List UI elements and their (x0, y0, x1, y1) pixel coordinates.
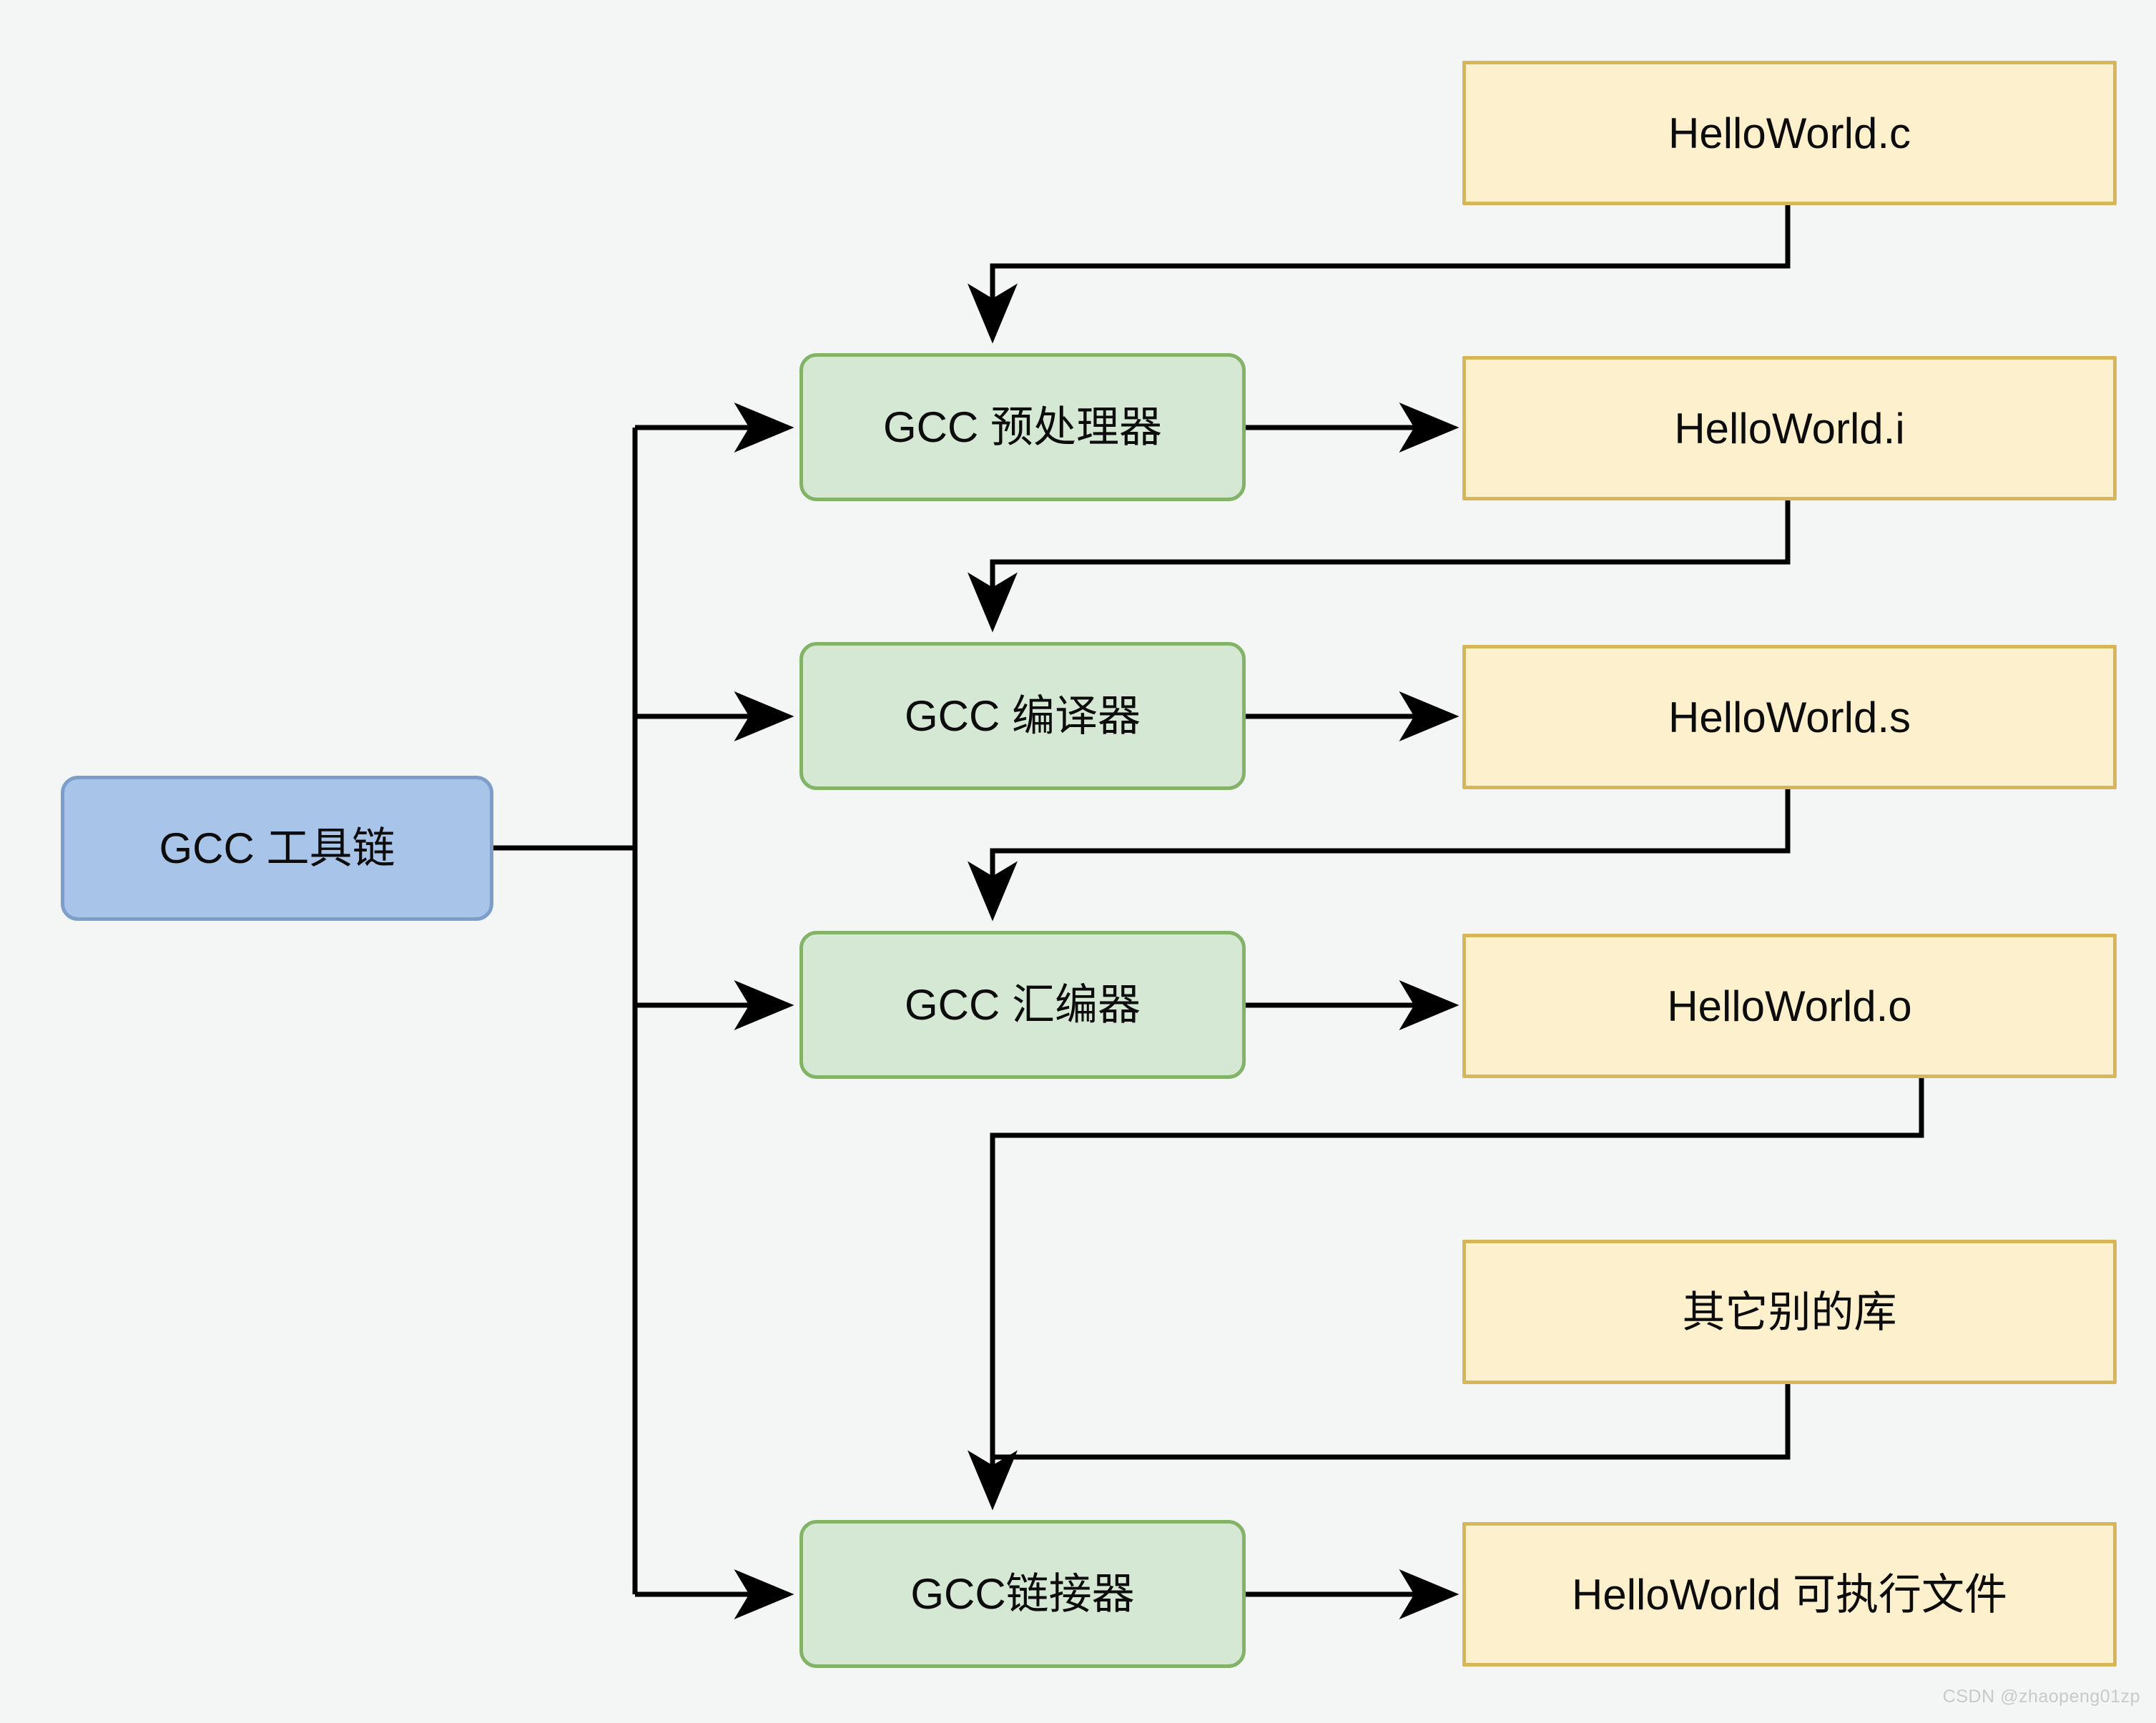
node-file-helloworld-o[interactable]: HelloWorld.o (1462, 934, 2117, 1078)
node-file-other-libraries[interactable]: 其它别的库 (1462, 1240, 2117, 1384)
node-gcc-toolchain[interactable]: GCC 工具链 (61, 776, 493, 921)
node-label: 其它别的库 (1682, 1288, 1897, 1336)
edge-o-to-linker (968, 1078, 1924, 1511)
node-gcc-assembler[interactable]: GCC 汇编器 (799, 931, 1246, 1079)
node-label: GCC 预处理器 (883, 403, 1162, 451)
node-label: HelloWorld.c (1668, 109, 1911, 157)
node-file-helloworld-c[interactable]: HelloWorld.c (1462, 61, 2117, 205)
node-gcc-compiler[interactable]: GCC 编译器 (799, 642, 1246, 790)
node-gcc-preprocessor[interactable]: GCC 预处理器 (799, 353, 1246, 501)
node-file-helloworld-s[interactable]: HelloWorld.s (1462, 645, 2117, 789)
node-label: HelloWorld.s (1668, 693, 1911, 741)
node-file-helloworld-executable[interactable]: HelloWorld 可执行文件 (1462, 1522, 2117, 1667)
node-label: GCC 编译器 (905, 692, 1141, 740)
edge-libs-to-linker (993, 1384, 1791, 1460)
edge-s-to-assembler (968, 789, 1791, 922)
edge-i-to-compiler (968, 500, 1791, 633)
node-gcc-linker[interactable]: GCC链接器 (799, 1520, 1246, 1668)
node-label: GCC 工具链 (159, 824, 395, 872)
csdn-watermark: CSDN @zhaopeng01zp (1942, 1687, 2140, 1707)
node-label: HelloWorld 可执行文件 (1572, 1570, 2007, 1619)
node-file-helloworld-i[interactable]: HelloWorld.i (1462, 356, 2117, 500)
edge-c-to-preprocessor (968, 205, 1791, 344)
node-label: HelloWorld.o (1667, 982, 1912, 1030)
node-label: GCC链接器 (910, 1570, 1135, 1618)
node-label: GCC 汇编器 (905, 981, 1141, 1029)
node-label: HelloWorld.i (1674, 404, 1905, 453)
